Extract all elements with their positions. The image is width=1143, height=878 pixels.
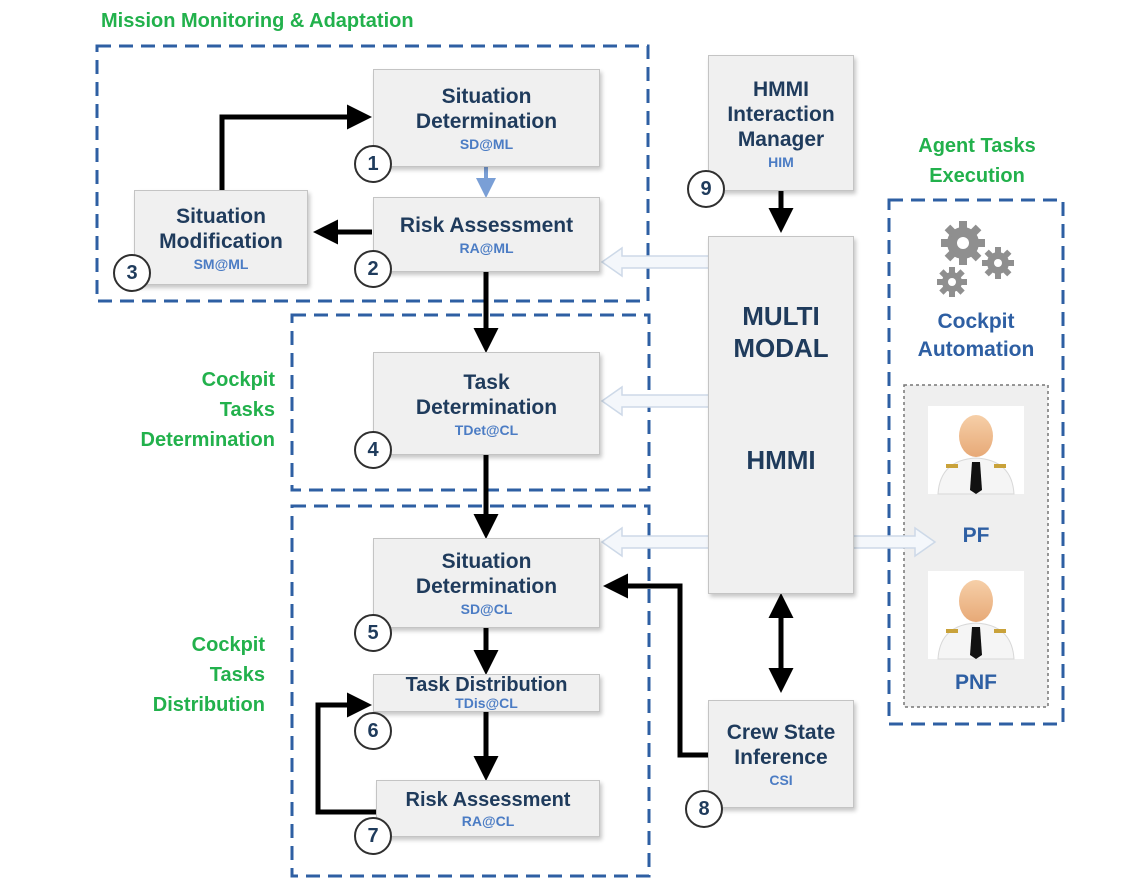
box-code: SD@ML (459, 136, 514, 152)
situation-determination-cl-box: Situation Determination SD@CL (373, 538, 600, 628)
step-badge-3: 3 (113, 254, 151, 292)
box-code: RA@CL (461, 812, 515, 829)
hmmi-interaction-manager-box: HMMI Interaction Manager HIM (708, 55, 854, 191)
box-title: HMMI Interaction Manager (727, 77, 835, 151)
box-title: Risk Assessment (405, 788, 571, 811)
step-badge-9: 9 (687, 170, 725, 208)
box-title: Situation Determination (415, 85, 558, 133)
group-label-cockpit-distribution: Cockpit Tasks Distribution (152, 634, 265, 716)
step-badge-1: 1 (354, 145, 392, 183)
risk-assessment-ml-box: Risk Assessment RA@ML (373, 197, 600, 272)
group-agents-border (887, 198, 1065, 726)
group-distribution-border (290, 504, 651, 878)
pilot-pf-icon (928, 406, 1024, 495)
task-determination-cl-box: Task Determination TDet@CL (373, 352, 600, 455)
step-badge-6: 6 (354, 712, 392, 750)
box-title: Risk Assessment (399, 214, 574, 237)
flow-arrows (219, 104, 794, 815)
group-label-agent-tasks: Agent Tasks Execution (918, 135, 1036, 187)
group-label-cockpit-determination: Cockpit Tasks Determination (140, 369, 275, 451)
box-code: TDis@CL (455, 695, 518, 711)
box-title: Situation Modification (159, 204, 283, 253)
task-distribution-cl-box: Task Distribution TDis@CL (373, 674, 600, 712)
pilot-not-flying-label: PNF (955, 671, 997, 694)
box-title: Situation Determination (415, 550, 558, 598)
crew-state-inference-box: Crew State Inference CSI (708, 700, 854, 808)
gears-icon (937, 221, 1014, 297)
hmmi-multimodal-label: MULTI MODAL (733, 301, 829, 363)
risk-assessment-cl-box: Risk Assessment RA@CL (376, 780, 600, 837)
multimodal-hmmi-box (708, 236, 854, 594)
box-title: Crew State Inference (726, 721, 836, 769)
situation-determination-ml-box: Situation Determination SD@ML (373, 69, 600, 167)
box-title: Task Determination (415, 370, 558, 419)
box-title: Task Distribution (405, 674, 568, 696)
step-badge-8: 8 (685, 790, 723, 828)
box-code: CSI (769, 772, 793, 788)
box-code: RA@ML (459, 240, 514, 256)
pilot-pnf-icon (928, 571, 1024, 660)
pilot-flying-label: PF (962, 524, 990, 547)
cockpit-automation-label: Cockpit Automation (917, 310, 1035, 361)
step-badge-5: 5 (354, 614, 392, 652)
box-code: SM@ML (193, 255, 249, 272)
hmmi-label: HMMI (746, 445, 816, 475)
step-badge-2: 2 (354, 250, 392, 288)
step-badge-7: 7 (354, 817, 392, 855)
situation-modification-ml-box: Situation Modification SM@ML (134, 190, 308, 285)
box-code: HIM (768, 153, 794, 170)
box-code: TDet@CL (454, 421, 519, 438)
step-badge-4: 4 (354, 431, 392, 469)
box-code: SD@CL (460, 601, 513, 617)
group-label-mission: Mission Monitoring & Adaptation (101, 10, 414, 32)
group-mission-border (95, 44, 650, 303)
